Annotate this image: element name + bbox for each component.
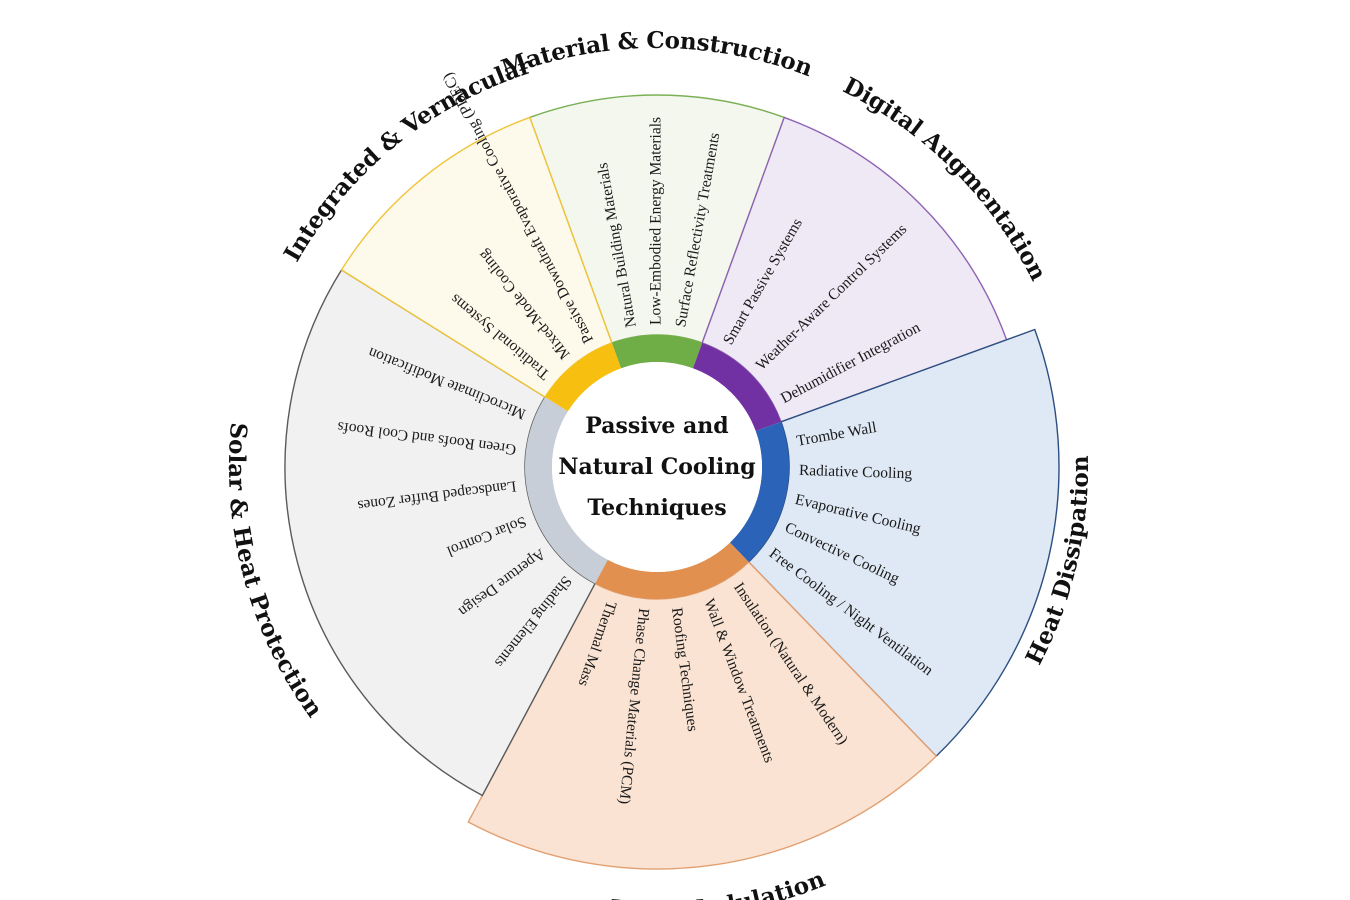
inner-ring — [525, 335, 789, 599]
center-hub — [552, 362, 762, 572]
ring-segment-heat-modulation — [595, 542, 749, 599]
category-title-text-heat-modulation: Heat Modulation — [609, 865, 829, 900]
item-label-material-construction-2: Low-Embodied Energy Materials — [648, 117, 665, 325]
center-title-line-3: Techniques — [587, 495, 726, 521]
ring-segment-material-construction — [611, 335, 703, 369]
category-title-text-material-construction: Material & Construction — [498, 27, 817, 82]
ring-segment-heat-dissipation — [729, 421, 789, 562]
category-title-material-construction: Material & Construction — [498, 27, 817, 82]
ring-segment-digital-augmentation — [692, 342, 782, 432]
center-title-line-2: Natural Cooling — [558, 454, 755, 480]
ring-segment-integrated-vernacular — [545, 342, 622, 412]
ring-segment-solar-heat-protection — [525, 397, 608, 584]
item-label-heat-dissipation-2: Radiative Cooling — [799, 462, 913, 482]
center-title-line-1: Passive and — [585, 413, 728, 439]
category-title-heat-modulation: Heat Modulation — [609, 865, 829, 900]
